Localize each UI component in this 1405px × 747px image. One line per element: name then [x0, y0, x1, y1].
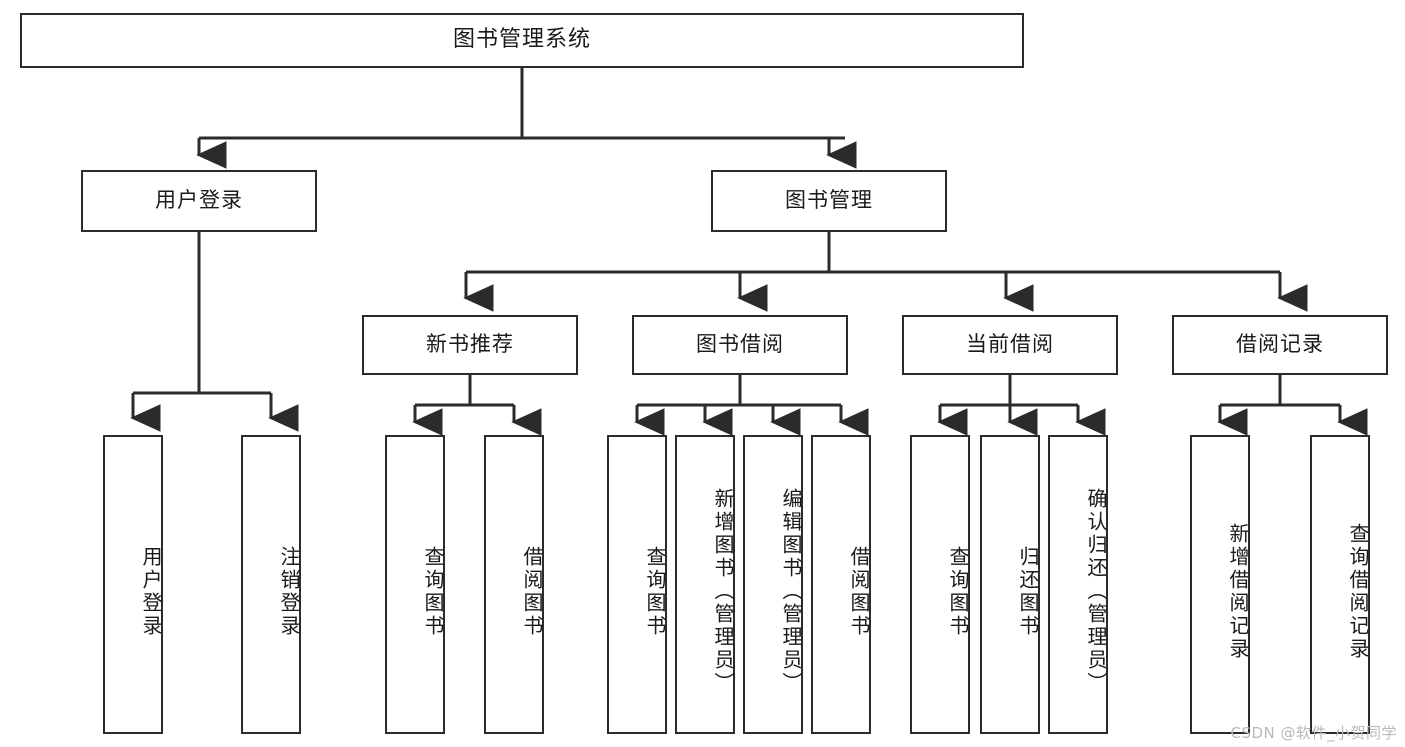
node-leaf-query-borrow-record[interactable]: 查询借阅记录 [1310, 435, 1370, 734]
watermark-credit: CSDN @软件_小贺同学 [1230, 724, 1397, 742]
node-leaf-logout[interactable]: 注销登录 [241, 435, 301, 734]
node-leaf-add-book-admin[interactable]: 新增图书（管理员） [675, 435, 735, 734]
node-level1-user-login[interactable]: 用户登录 [81, 170, 317, 232]
node-leaf-borrow-books-recommend[interactable]: 借阅图书 [484, 435, 544, 734]
node-leaf-return-books[interactable]: 归还图书 [980, 435, 1040, 734]
node-leaf-borrow-books[interactable]: 借阅图书 [811, 435, 871, 734]
node-level2-borrow-records[interactable]: 借阅记录 [1172, 315, 1388, 375]
node-root-system[interactable]: 图书管理系统 [20, 13, 1024, 68]
node-level2-book-borrow[interactable]: 图书借阅 [632, 315, 848, 375]
connector-root-to-level1 [196, 68, 857, 169]
node-level1-book-management[interactable]: 图书管理 [711, 170, 947, 232]
connector-borrow-to-leaves [634, 375, 869, 436]
node-leaf-add-borrow-record[interactable]: 新增借阅记录 [1190, 435, 1250, 734]
connector-records-to-leaves [1217, 375, 1368, 436]
connector-current-to-leaves [937, 375, 1106, 436]
connector-books-to-level2 [463, 232, 1308, 312]
node-level2-current-borrow[interactable]: 当前借阅 [902, 315, 1118, 375]
node-leaf-edit-book-admin[interactable]: 编辑图书（管理员） [743, 435, 803, 734]
node-leaf-confirm-return-admin[interactable]: 确认归还（管理员） [1048, 435, 1108, 734]
node-leaf-query-books-recommend[interactable]: 查询图书 [385, 435, 445, 734]
node-leaf-user-login[interactable]: 用户登录 [103, 435, 163, 734]
node-leaf-query-books-borrow[interactable]: 查询图书 [607, 435, 667, 734]
connector-login-to-leaves [130, 232, 299, 432]
node-leaf-query-books-current[interactable]: 查询图书 [910, 435, 970, 734]
node-level2-new-book-recommend[interactable]: 新书推荐 [362, 315, 578, 375]
connector-newbooks-to-leaves [412, 375, 542, 436]
